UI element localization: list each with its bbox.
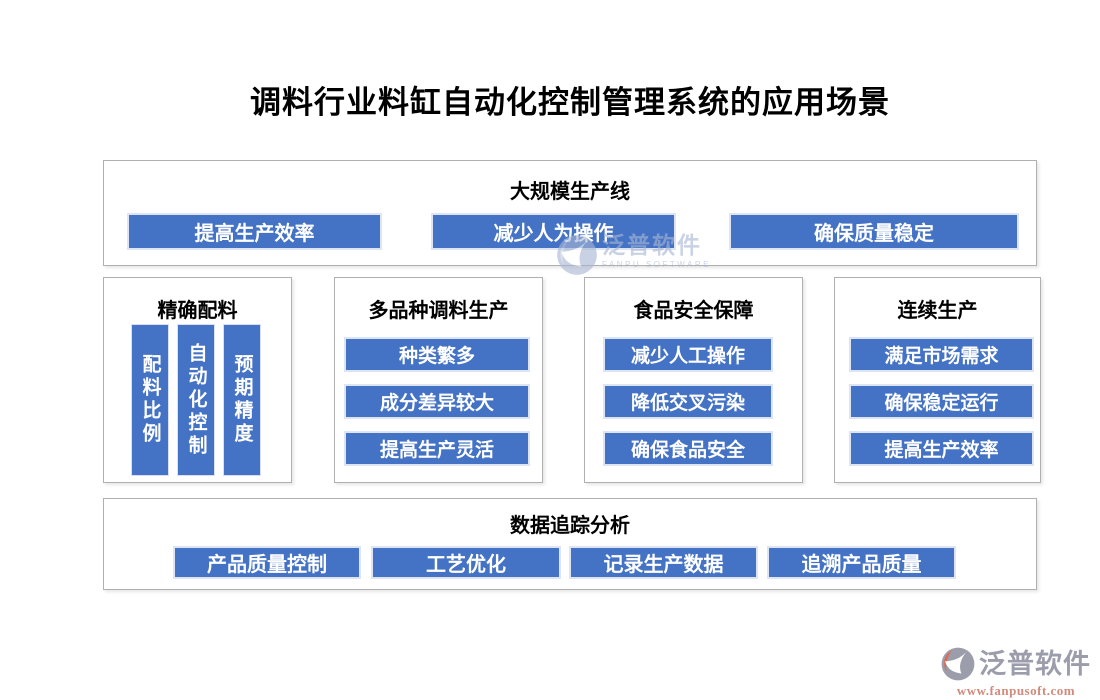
section-title: 多品种调料生产 (368, 300, 509, 322)
section-continuous-production: 连续生产 满足市场需求 确保稳定运行 提高生产效率 (834, 277, 1041, 483)
label-bar-batching-ratio: 配料比例 (131, 324, 169, 476)
section-title: 连续生产 (897, 300, 978, 322)
page-title: 调料行业料缸自动化控制管理系统的应用场景 (250, 85, 890, 120)
label-pill-product-quality-control: 产品质量控制 (173, 546, 361, 579)
label-pill-trace-product-quality: 追溯产品质量 (767, 546, 956, 579)
label-pill-ensure-food-safety: 确保食品安全 (603, 431, 773, 466)
label-pill-improve-efficiency: 提高生产效率 (849, 431, 1034, 466)
label-pill-many-varieties: 种类繁多 (344, 337, 530, 372)
section-title: 食品安全保障 (633, 300, 754, 322)
label-pill-ensure-stable-operation: 确保稳定运行 (849, 384, 1034, 419)
label-pill-reduce-cross-contamination: 降低交叉污染 (603, 384, 773, 419)
label-pill-production-flexibility: 提高生产灵活 (344, 431, 530, 466)
fanpu-footer-logo: 泛普软件 www.fanpusoft.com (940, 645, 1092, 699)
section-food-safety-assurance: 食品安全保障 减少人工操作 降低交叉污染 确保食品安全 (584, 277, 803, 483)
label-pill-reduce-manual-operation: 减少人为操作 (431, 213, 676, 250)
label-pill-ingredient-differences: 成分差异较大 (344, 384, 530, 419)
label-pill-meet-market-demand: 满足市场需求 (849, 337, 1034, 372)
section-data-tracking-analysis: 数据追踪分析 产品质量控制 工艺优化 记录生产数据 追溯产品质量 (103, 498, 1037, 590)
section-title: 大规模生产线 (510, 181, 630, 203)
fanpu-logo-icon (941, 647, 975, 681)
label-bar-automated-control: 自动化控制 (177, 324, 215, 476)
label-pill-improve-efficiency: 提高生产效率 (127, 213, 382, 250)
label-pill-reduce-manual-handling: 减少人工操作 (603, 337, 773, 372)
section-title: 数据追踪分析 (510, 515, 630, 537)
footer-logo-name: 泛普软件 (979, 649, 1091, 679)
label-pill-record-production-data: 记录生产数据 (569, 546, 758, 579)
section-title: 精确配料 (157, 300, 238, 322)
section-multi-variety-production: 多品种调料生产 种类繁多 成分差异较大 提高生产灵活 (334, 277, 543, 483)
footer-logo-url: www.fanpusoft.com (956, 683, 1076, 698)
label-pill-process-optimization: 工艺优化 (371, 546, 561, 579)
label-bar-expected-precision: 预期精度 (223, 324, 261, 476)
section-precise-batching: 精确配料 配料比例 自动化控制 预期精度 (103, 277, 292, 483)
section-large-scale-production-line: 大规模生产线 提高生产效率 减少人为操作 确保质量稳定 (103, 160, 1037, 266)
label-pill-ensure-quality-stability: 确保质量稳定 (729, 213, 1019, 250)
